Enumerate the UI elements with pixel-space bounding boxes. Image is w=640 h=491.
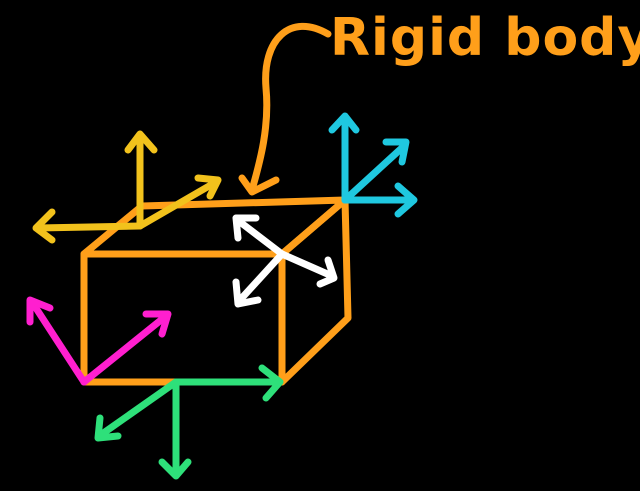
coordinate-frame-cyan <box>328 112 418 218</box>
label-pointer-arrow <box>248 22 332 194</box>
box-front-face <box>80 250 286 386</box>
coordinate-frame-yellow <box>32 130 222 244</box>
box-side-face <box>278 196 352 386</box>
coordinate-frame-green <box>94 364 284 480</box>
coordinate-frame-white <box>232 214 338 308</box>
rigid-body-label: Rigid body <box>330 8 640 68</box>
coordinate-frame-magenta <box>26 296 172 386</box>
label-pointer-arrowhead <box>238 174 280 196</box>
